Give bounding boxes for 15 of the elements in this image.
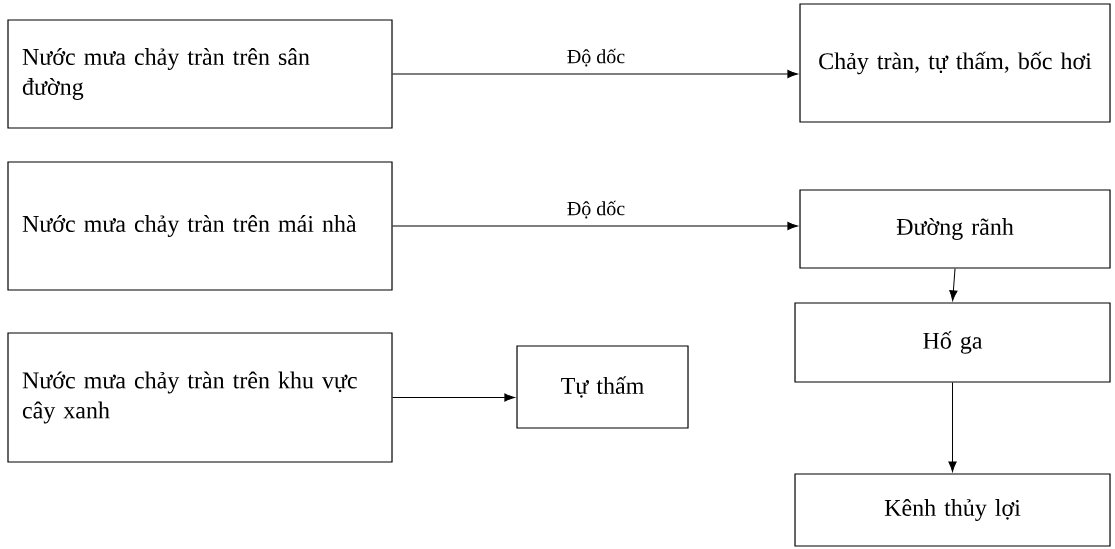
process-box: Kênh thủy lợi [794,473,1111,547]
arrow [949,268,958,301]
arrow [392,69,798,79]
edge-label: Độ dốc [567,200,625,219]
process-box: Đường rãnh [799,189,1111,269]
arrow [948,382,957,472]
edge-label: Độ dốc [567,48,625,67]
process-box: Nước mưa chảy tràn trên sân đường [7,19,393,129]
arrow [392,221,798,231]
process-box: Tự thấm [516,345,689,429]
process-box: Nước mưa chảy tràn trên khu vực cây xanh [7,332,393,463]
process-box: Nước mưa chảy tràn trên mái nhà [7,161,393,291]
arrow [392,393,515,402]
process-box: Hố ga [794,302,1111,383]
process-box: Chảy tràn, tự thấm, bốc hơi [799,3,1111,123]
